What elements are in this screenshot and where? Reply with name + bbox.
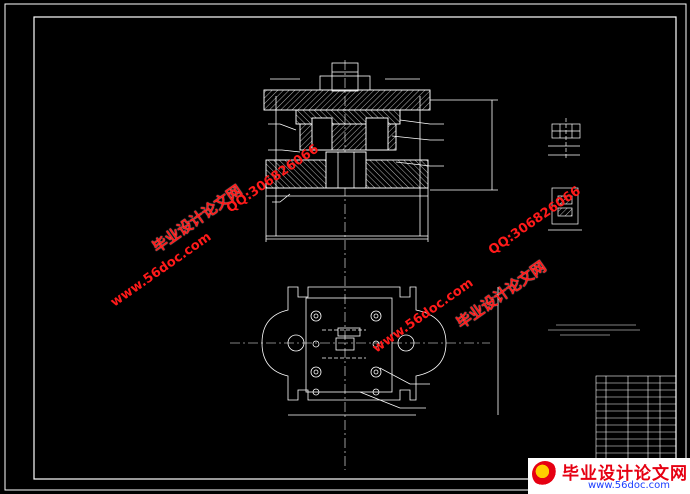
strip-layout	[548, 187, 582, 231]
footer-site-url: www.56doc.com	[588, 480, 671, 491]
front-section-view	[263, 60, 498, 470]
inner-frame	[33, 16, 677, 480]
part-detail	[548, 118, 581, 160]
outer-frame	[4, 3, 687, 491]
punch-shank	[331, 62, 359, 92]
upper-shoe	[263, 89, 431, 111]
parts-list-table	[595, 375, 677, 480]
bolt-holes	[310, 310, 382, 396]
plan-view	[230, 286, 499, 416]
lower-shoe-outline	[261, 286, 447, 401]
brand-logo-icon	[532, 461, 558, 487]
footer-brand: 毕业设计论文网 www.56doc.com	[528, 458, 690, 494]
die-plate-plan	[305, 297, 393, 393]
lower-shoe	[265, 187, 429, 237]
technical-notes	[548, 324, 640, 336]
footer-brand-name: 毕业设计论文网	[562, 464, 688, 484]
